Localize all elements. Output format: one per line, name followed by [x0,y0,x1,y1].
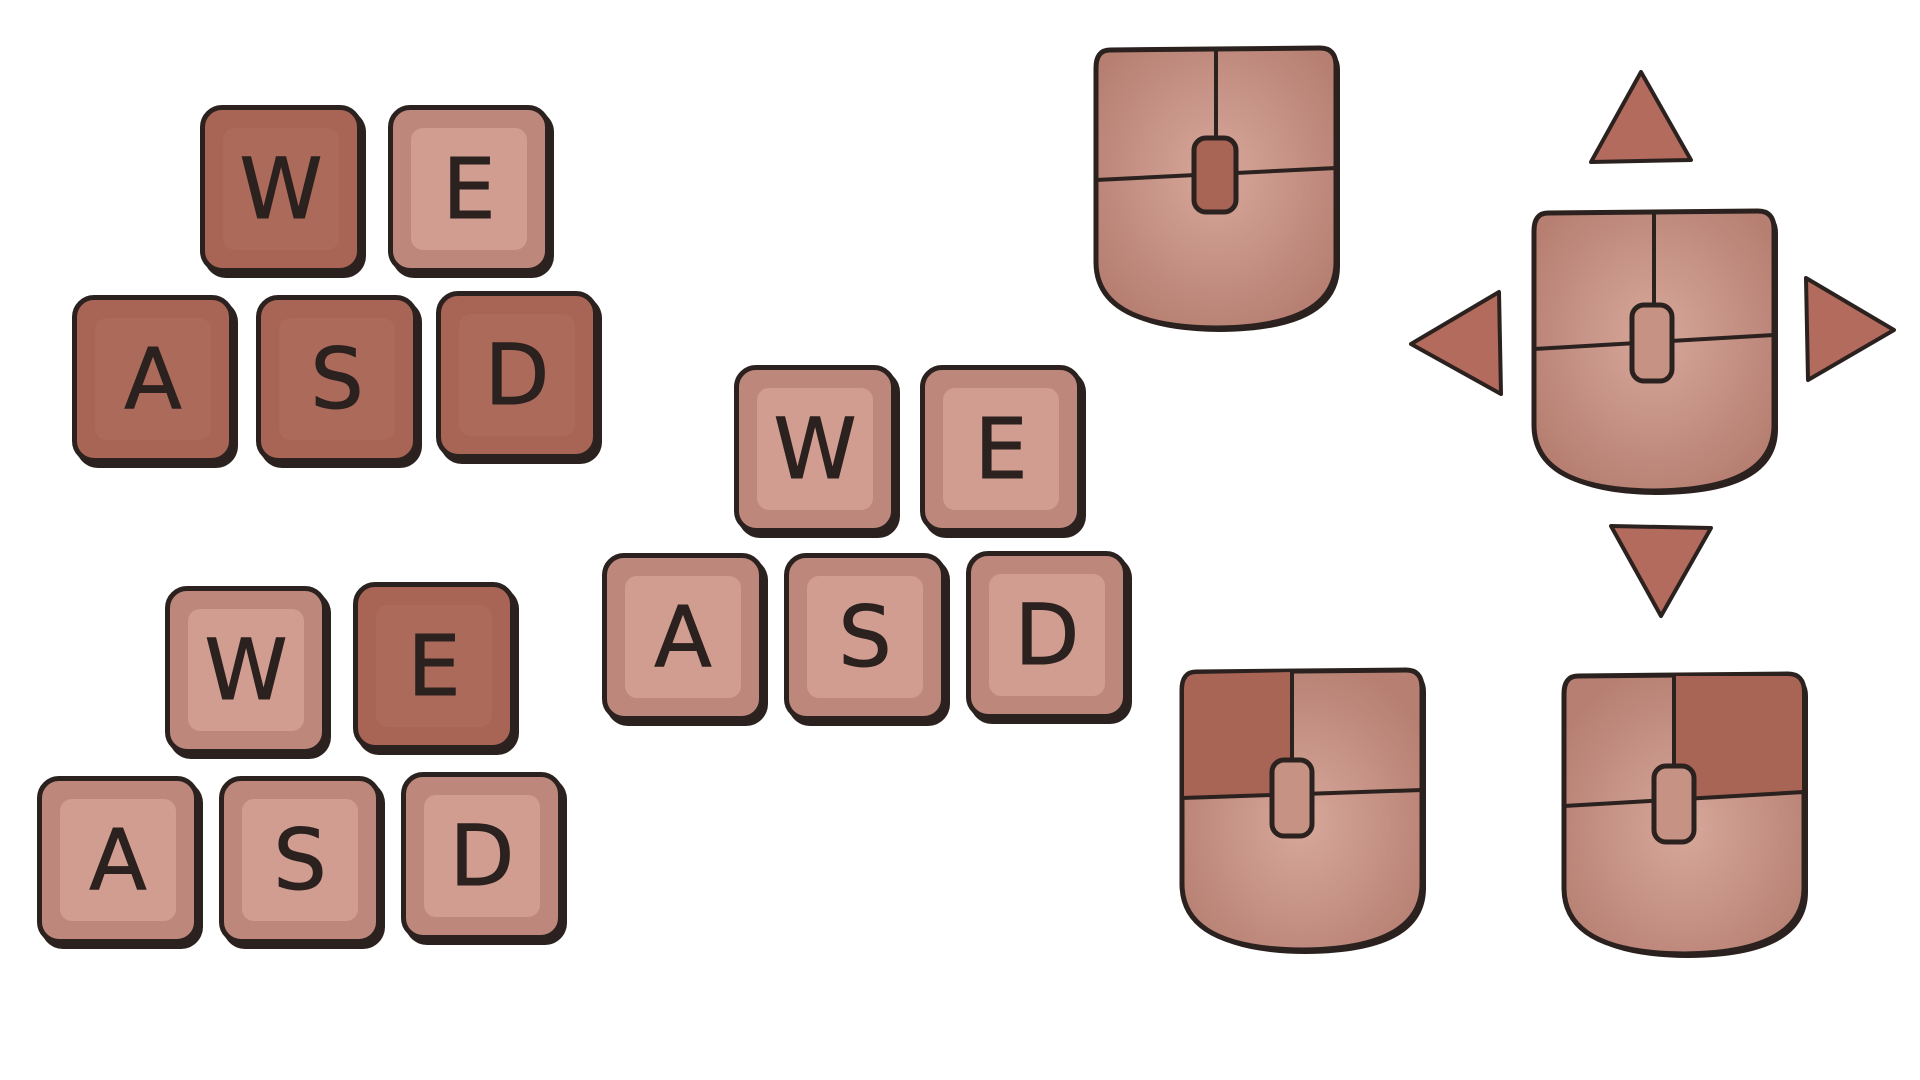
arrow-left-icon [1409,290,1503,396]
key-label: E [407,617,461,715]
key-label: D [1014,586,1080,684]
key-e[interactable]: E [388,105,550,273]
key-s[interactable]: S [219,776,381,944]
key-w[interactable]: W [165,586,327,754]
scroll-wheel[interactable] [1191,135,1239,215]
arrow-up-icon [1589,70,1693,164]
mouse-move [1528,205,1780,495]
key-label: S [273,811,327,909]
mouse-scroll-pressed [1090,42,1342,332]
arrow-right-icon [1804,276,1896,382]
key-e[interactable]: E [353,582,515,750]
scroll-wheel[interactable] [1269,757,1315,839]
mouse-icon [1531,208,1778,495]
key-label: D [449,807,515,905]
right-button[interactable] [1674,676,1802,798]
key-label: D [484,326,550,424]
key-d[interactable]: D [401,772,563,940]
mouse-right-click [1558,668,1810,958]
key-label: E [974,400,1028,498]
key-label: A [124,330,182,428]
key-label: E [442,140,496,238]
key-a[interactable]: A [72,295,234,463]
key-label: W [204,621,288,719]
mouse-left-click [1176,664,1428,954]
key-label: A [654,588,712,686]
scroll-wheel[interactable] [1651,763,1697,845]
key-label: S [838,588,892,686]
key-a[interactable]: A [602,553,764,721]
key-d[interactable]: D [436,291,598,459]
keyboard-cluster-bottom-left: W E A S D [35,582,575,952]
key-e[interactable]: E [920,365,1082,533]
mouse-icon [1561,671,1808,958]
key-d[interactable]: D [966,551,1128,719]
key-w[interactable]: W [200,105,362,273]
scroll-wheel[interactable] [1629,302,1675,384]
left-button[interactable] [1184,672,1292,798]
mouse-icon [1093,45,1340,332]
keyboard-cluster-center: W E A S D [602,365,1142,735]
key-label: W [773,400,857,498]
key-w[interactable]: W [734,365,896,533]
key-a[interactable]: A [37,776,199,944]
key-label: W [239,140,323,238]
keyboard-cluster-top-left: W E A S D [70,105,610,475]
key-s[interactable]: S [784,553,946,721]
key-label: A [89,811,147,909]
key-label: S [310,330,364,428]
arrow-down-icon [1609,524,1713,618]
key-s[interactable]: S [256,295,418,463]
mouse-icon [1179,667,1426,954]
